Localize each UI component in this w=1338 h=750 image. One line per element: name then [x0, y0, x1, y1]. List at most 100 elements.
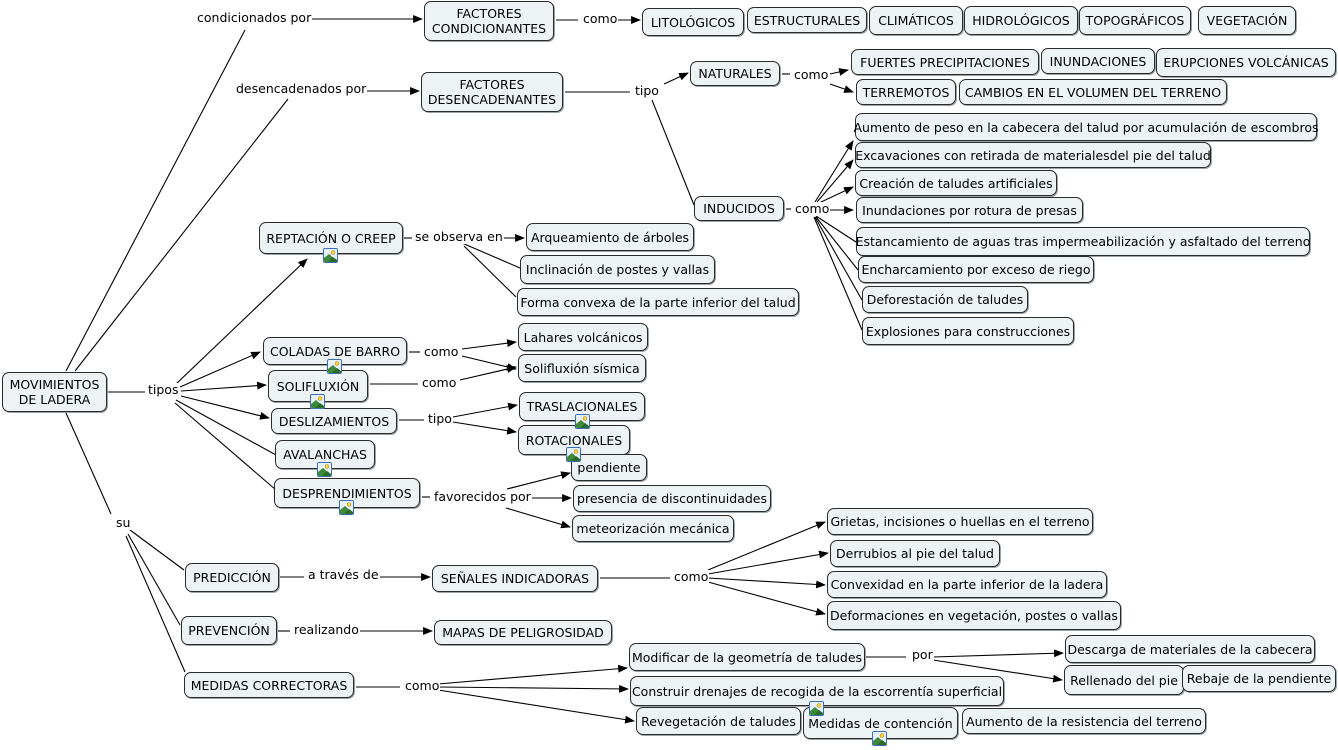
node-inducidos[interactable]: INDUCIDOS [694, 196, 784, 221]
node-deforestacion[interactable]: Deforestación de taludes [862, 286, 1028, 313]
node-fuertes-precipitaciones[interactable]: FUERTES PRECIPITACIONES [851, 49, 1039, 75]
connector-arrow [461, 339, 517, 350]
node-medidas-correctoras[interactable]: MEDIDAS CORRECTORAS [184, 672, 354, 698]
image-resource-icon[interactable] [317, 462, 332, 477]
node-grietas[interactable]: Grietas, incisiones o huellas en el terr… [827, 508, 1093, 535]
node-cambios-volumen[interactable]: CAMBIOS EN EL VOLUMEN DEL TERRENO [959, 79, 1227, 105]
node-modificar-geometria[interactable]: Modificar de la geometría de taludes [629, 643, 865, 671]
node-convexidad[interactable]: Convexidad en la parte inferior de la la… [827, 571, 1107, 598]
link-label-como: como [421, 375, 458, 390]
node-inclinacion-postes[interactable]: Inclinación de postes y vallas [520, 255, 715, 284]
node-presencia-discontinuidades[interactable]: presencia de discontinuidades [573, 485, 771, 512]
connector-line [814, 216, 863, 301]
node-lahares-volcanicos[interactable]: Lahares volcánicos [518, 323, 648, 351]
connector-arrow [818, 186, 854, 204]
link-label-por: por [911, 647, 934, 662]
connector-line [463, 245, 517, 298]
image-resource-icon[interactable] [327, 359, 342, 374]
connector-line [129, 529, 185, 571]
node-excavaciones[interactable]: Excavaciones con retirada de materialesd… [855, 142, 1211, 168]
node-derrubios[interactable]: Derrubios al pie del talud [830, 540, 1000, 567]
node-mapas-peligrosidad[interactable]: MAPAS DE PELIGROSIDAD [434, 620, 612, 645]
node-topograficos[interactable]: TOPOGRÁFICOS [1079, 6, 1191, 35]
node-vegetacion[interactable]: VEGETACIÓN [1198, 6, 1296, 35]
link-label-realizando: realizando [293, 622, 360, 637]
node-litologicos[interactable]: LITOLÓGICOS [642, 8, 744, 36]
image-resource-icon[interactable] [575, 414, 590, 429]
connector-line [175, 399, 277, 456]
node-explosiones[interactable]: Explosiones para construcciones [862, 317, 1074, 345]
connector-arrow [437, 664, 628, 685]
node-factores-desencadenantes[interactable]: FACTORES DESENCADENANTES [421, 72, 563, 112]
node-prevencion[interactable]: PREVENCIÓN [181, 616, 277, 645]
node-erupciones-volcanicas[interactable]: ERUPCIONES VOLCÁNICAS [1156, 48, 1336, 77]
node-rellenado-pie[interactable]: Rellenado del pie [1064, 665, 1184, 695]
connector-arrow [180, 395, 270, 420]
image-resource-icon[interactable] [566, 447, 581, 462]
connector-arrow [816, 159, 854, 203]
node-inundaciones[interactable]: INUNDACIONES [1041, 48, 1155, 74]
node-deformaciones[interactable]: Deformaciones en vegetación, postes o va… [827, 601, 1121, 630]
connector-arrow [179, 351, 261, 388]
connector-line [813, 216, 863, 331]
connector-line [74, 98, 289, 372]
link-label-como: como [423, 344, 460, 359]
node-descarga-materiales[interactable]: Descarga de materiales de la cabecera [1065, 635, 1315, 663]
node-factores-condicionantes[interactable]: FACTORES CONDICIONANTES [424, 1, 554, 41]
link-label-tipos: tipos [147, 382, 180, 397]
link-label-su: su [115, 515, 132, 530]
image-resource-icon[interactable] [809, 701, 824, 716]
node-movimientos-de-ladera[interactable]: MOVIMIENTOS DE LADERA [2, 372, 107, 412]
link-label-como: como [404, 678, 441, 693]
link-label-se-observa-en: se observa en [414, 229, 504, 244]
connector-arrow [459, 365, 517, 381]
image-resource-icon[interactable] [339, 500, 354, 515]
node-revegetacion[interactable]: Revegetación de taludes [636, 707, 801, 735]
image-resource-icon[interactable] [310, 394, 325, 409]
link-label-tipo: tipo [427, 411, 453, 426]
node-climaticos[interactable]: CLIMÁTICOS [869, 6, 963, 35]
node-deslizamientos[interactable]: DESLIZAMIENTOS [271, 408, 397, 434]
node-aumento-peso-cabecera[interactable]: Aumento de peso en la cabecera del talud… [854, 113, 1319, 141]
node-aumento-resistencia[interactable]: Aumento de la resistencia del terreno [962, 708, 1206, 734]
connector-arrow [180, 381, 267, 392]
connector-arrow [452, 421, 517, 435]
node-creacion-taludes[interactable]: Creación de taludes artificiales [855, 170, 1057, 196]
connector-arrow [505, 507, 571, 529]
connector-line [65, 412, 112, 515]
connector-arrow [175, 258, 308, 385]
connector-line [815, 215, 857, 243]
connector-arrow [829, 68, 849, 76]
link-label-como: como [673, 569, 710, 584]
image-resource-icon[interactable] [323, 248, 338, 263]
node-rotacionales[interactable]: ROTACIONALES [518, 425, 630, 455]
link-label-a-traves-de: a través de [307, 567, 380, 582]
node-forma-convexa[interactable]: Forma convexa de la parte inferior del t… [517, 288, 799, 316]
node-construir-drenajes[interactable]: Construir drenajes de recogida de la esc… [630, 676, 1004, 706]
connector-arrow [829, 83, 854, 93]
node-estancamiento-aguas[interactable]: Estancamiento de aguas tras impermeabili… [856, 227, 1310, 256]
node-terremotos[interactable]: TERREMOTOS [856, 79, 956, 105]
node-inundaciones-presas[interactable]: Inundaciones por rotura de presas [856, 197, 1083, 223]
connector-arrow [437, 689, 635, 724]
node-rebaje-pendiente[interactable]: Rebaje de la pendiente [1182, 665, 1336, 692]
node-meteorizacion-mecanica[interactable]: meteorización mecánica [572, 515, 734, 542]
link-label-favorecidos-por: favorecidos por [433, 489, 532, 504]
node-estructurales[interactable]: ESTRUCTURALES [747, 7, 867, 33]
node-arqueamiento-arboles[interactable]: Arqueamiento de árboles [526, 223, 694, 251]
connector-line [127, 533, 181, 626]
connector-line [651, 99, 695, 206]
connector-line [174, 402, 277, 491]
node-encharcamiento[interactable]: Encharcamiento por exceso de riego [858, 256, 1094, 283]
node-prediccion[interactable]: PREDICCIÓN [185, 563, 279, 592]
node-reptacion-creep[interactable]: REPTACIÓN O CREEP [259, 222, 403, 254]
connector-arrow [663, 72, 689, 85]
node-senales-indicadoras[interactable]: SEÑALES INDICADORAS [432, 565, 598, 592]
node-hidrologicos[interactable]: HIDROLÓGICOS [964, 6, 1078, 35]
connector-arrow [707, 521, 826, 571]
node-naturales[interactable]: NATURALES [690, 61, 780, 86]
image-resource-icon[interactable] [872, 731, 887, 746]
node-pendiente[interactable]: pendiente [571, 454, 647, 481]
node-solifluxion-sismica[interactable]: Solifluxión sísmica [518, 354, 646, 382]
link-label-como: como [794, 201, 831, 216]
